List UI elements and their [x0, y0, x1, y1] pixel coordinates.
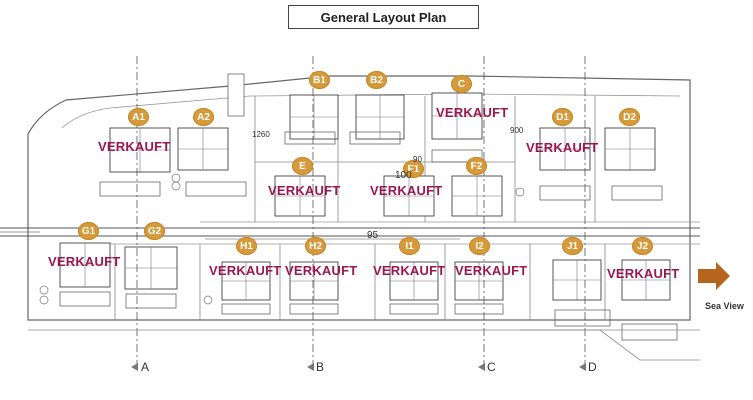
- unit-badge-a1: A1: [128, 108, 149, 126]
- axis-c-arrow: [478, 363, 485, 371]
- sold-label-e: VERKAUFT: [268, 183, 341, 198]
- dimension-900: 900: [510, 126, 524, 135]
- dimension-90: 90: [413, 155, 422, 164]
- trees: [39, 173, 525, 305]
- axis-b-arrow: [307, 363, 314, 371]
- pools: [59, 131, 678, 341]
- interior-details: [60, 93, 670, 300]
- sold-label-a1: VERKAUFT: [98, 139, 171, 154]
- unit-badge-g1: G1: [78, 222, 99, 240]
- sold-label-c: VERKAUFT: [436, 105, 509, 120]
- unit-badge-h1: H1: [236, 237, 257, 255]
- axis-label-b: B: [316, 360, 325, 374]
- unit-badge-h2: H2: [305, 237, 326, 255]
- unit-badge-i2: I2: [469, 237, 490, 255]
- unit-badge-d2: D2: [619, 108, 640, 126]
- sold-label-i2: VERKAUFT: [455, 263, 528, 278]
- sold-label-f1: VERKAUFT: [370, 183, 443, 198]
- unit-badge-a2: A2: [193, 108, 214, 126]
- inner-boundary: [61, 93, 681, 129]
- dimension-100: 100: [395, 170, 412, 181]
- unit-badge-i1: I1: [399, 237, 420, 255]
- unit-badge-e: E: [292, 157, 313, 175]
- unit-badge-j1: J1: [562, 237, 583, 255]
- unit-badge-b1: B1: [309, 71, 330, 89]
- unit-badge-f2: F2: [466, 157, 487, 175]
- villa-footprints: [59, 92, 671, 301]
- unit-badge-f1: F1: [403, 160, 424, 178]
- axis-label-a: A: [141, 360, 150, 374]
- axis-a-arrow: [131, 363, 138, 371]
- unit-badge-c: C: [451, 75, 472, 93]
- sold-label-i1: VERKAUFT: [373, 263, 446, 278]
- unit-badge-j2: J2: [632, 237, 653, 255]
- dimension-95: 95: [367, 230, 379, 241]
- unit-badge-b2: B2: [366, 71, 387, 89]
- unit-badge-d1: D1: [552, 108, 573, 126]
- sold-label-h2: VERKAUFT: [285, 263, 358, 278]
- axis-label-c: C: [487, 360, 496, 374]
- lower-boundary: [520, 329, 700, 361]
- axis-d-arrow: [579, 363, 586, 371]
- sea-view-label: Sea View: [705, 301, 744, 311]
- unit-badge-g2: G2: [144, 222, 165, 240]
- dimension-1260: 1260: [252, 130, 270, 139]
- building-block: [227, 73, 245, 117]
- sold-label-g1: VERKAUFT: [48, 254, 121, 269]
- axis-label-d: D: [588, 360, 597, 374]
- sold-label-h1: VERKAUFT: [209, 263, 282, 278]
- sold-label-d1: VERKAUFT: [526, 140, 599, 155]
- plan-title: General Layout Plan: [288, 5, 479, 29]
- sold-label-j2: VERKAUFT: [607, 266, 680, 281]
- sea-view-arrow: [698, 262, 730, 290]
- site-boundary: [27, 75, 691, 321]
